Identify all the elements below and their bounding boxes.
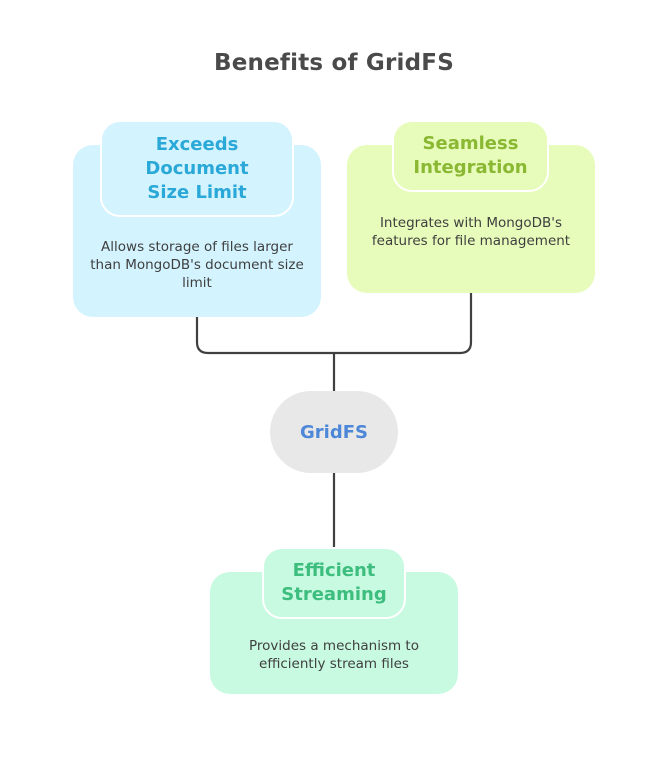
gridfs-center-node: GridFS xyxy=(270,391,398,473)
benefit-title-integration: Seamless Integration xyxy=(392,120,549,192)
benefit-description-streaming: Provides a mechanism to efficiently stre… xyxy=(249,638,419,672)
benefit-title-text: Exceeds Document Size Limit xyxy=(145,133,249,203)
center-node-label: GridFS xyxy=(300,421,368,443)
benefit-title-text: Efficient Streaming xyxy=(281,560,387,605)
benefit-description-integration: Integrates with MongoDB's features for f… xyxy=(371,215,571,249)
benefit-title-size-limit: Exceeds Document Size Limit xyxy=(100,120,294,217)
connector-blue-to-hub xyxy=(195,317,334,355)
benefit-title-text: Seamless Integration xyxy=(413,133,528,178)
connector-lime-to-hub xyxy=(334,293,473,355)
diagram-title: Benefits of GridFS xyxy=(214,50,454,76)
benefit-description-size-limit: Allows storage of files larger than Mong… xyxy=(90,239,304,291)
benefit-title-streaming: Efficient Streaming xyxy=(262,547,406,619)
